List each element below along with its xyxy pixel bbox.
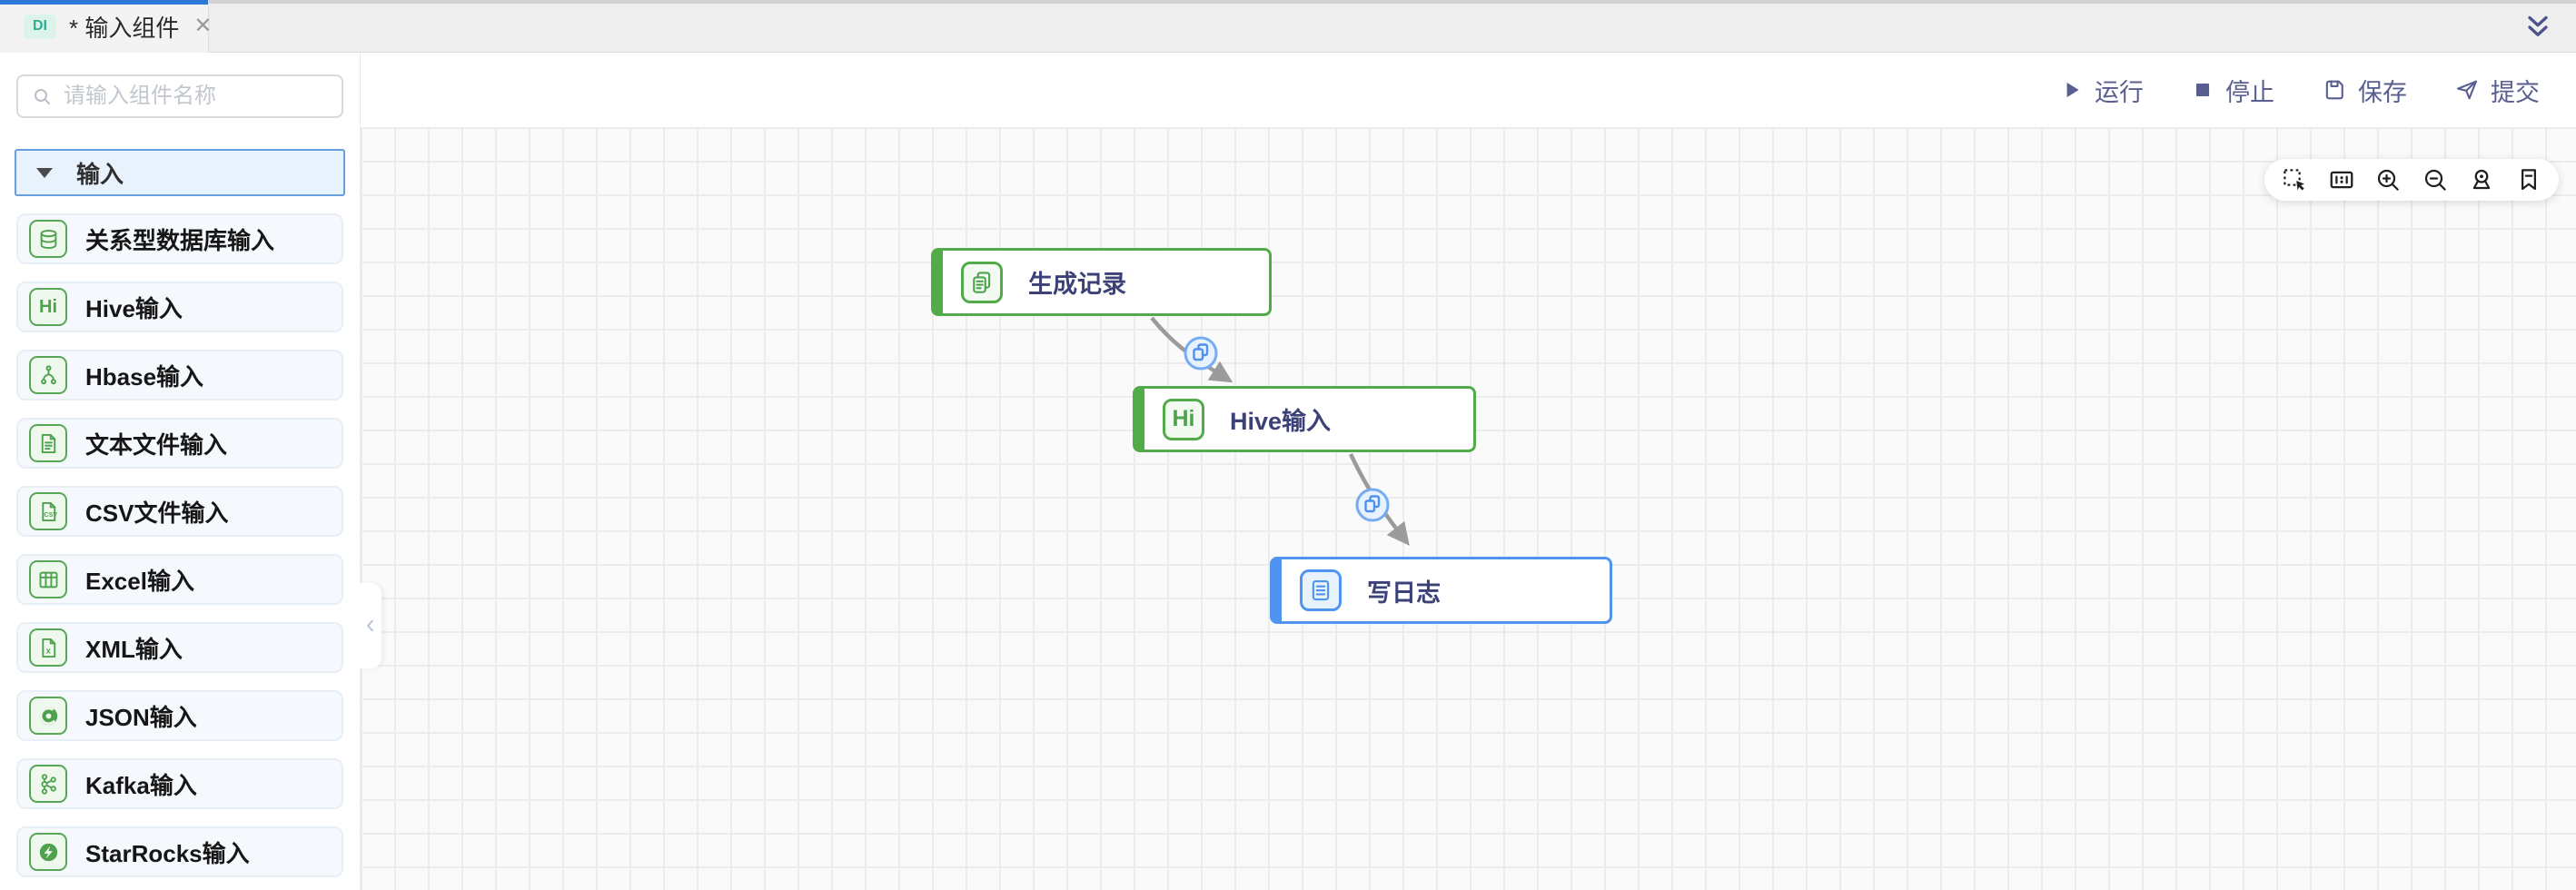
double-chevron-down-icon[interactable] — [2522, 11, 2554, 44]
zoom-in-icon[interactable] — [2374, 166, 2402, 193]
component-sidebar: 输入 关系型数据库输入 Hi Hive输入 — [0, 53, 361, 890]
di-badge: DI — [24, 14, 56, 39]
chevron-left-icon — [367, 619, 373, 632]
bookmark-icon[interactable] — [2515, 166, 2542, 193]
component-list: 关系型数据库输入 Hi Hive输入 Hbase输入 — [0, 213, 360, 877]
component-item-starrocks-input[interactable]: StarRocks输入 — [16, 826, 343, 877]
json-icon — [29, 697, 67, 735]
component-item-hive-input[interactable]: Hi Hive输入 — [16, 282, 343, 332]
canvas-header: 运行 停止 保存 提交 — [361, 53, 2576, 127]
component-item-kafka-input[interactable]: Kafka输入 — [16, 758, 343, 809]
component-item-hbase-input[interactable]: Hbase输入 — [16, 350, 343, 400]
search-icon — [35, 89, 50, 104]
tab-close-icon[interactable]: ✕ — [193, 14, 213, 38]
svg-text:x: x — [45, 646, 51, 656]
node-hive-input[interactable]: Hi Hive输入 — [1133, 386, 1476, 452]
excel-table-icon — [29, 560, 67, 598]
branch-icon — [29, 356, 67, 394]
run-icon — [2066, 82, 2079, 98]
locate-icon[interactable] — [2468, 166, 2495, 193]
component-item-excel-input[interactable]: Excel输入 — [16, 554, 343, 605]
node-label: 写日志 — [1367, 578, 1441, 607]
submit-icon — [2457, 80, 2477, 100]
component-item-csv-file-input[interactable]: CSV CSV文件输入 — [16, 486, 343, 537]
canvas-toolbar — [2264, 159, 2559, 201]
tab-input-components[interactable]: DI * 输入组件 ✕ — [0, 0, 213, 53]
component-item-text-file-input[interactable]: 文本文件输入 — [16, 418, 343, 469]
stop-button[interactable]: 停止 — [2191, 73, 2274, 108]
xml-file-icon: x — [29, 628, 67, 667]
tab-bar: DI * 输入组件 ✕ — [0, 0, 2576, 53]
zoom-out-icon[interactable] — [2422, 166, 2449, 193]
save-icon — [2325, 80, 2343, 100]
node-generate-records[interactable]: 生成记录 — [931, 248, 1272, 316]
node-write-log[interactable]: 写日志 — [1270, 557, 1612, 624]
node-label: 生成记录 — [1028, 271, 1126, 298]
log-file-icon — [1300, 569, 1342, 611]
node-label: Hive输入 — [1230, 408, 1332, 435]
collapse-triangle-icon — [36, 167, 53, 178]
hive-icon: Hi — [29, 288, 67, 326]
kafka-icon — [29, 765, 67, 803]
hive-icon: Hi — [1163, 398, 1204, 440]
database-icon — [29, 220, 67, 258]
stop-icon — [2195, 83, 2210, 97]
text-file-icon — [29, 424, 67, 462]
save-button[interactable]: 保存 — [2322, 73, 2407, 108]
component-item-json-input[interactable]: JSON输入 — [16, 690, 343, 741]
tab-title: * 输入组件 — [69, 14, 180, 42]
starrocks-icon — [29, 833, 67, 871]
marquee-select-icon[interactable] — [2281, 166, 2308, 193]
component-item-rdb-input[interactable]: 关系型数据库输入 — [16, 213, 343, 264]
section-label: 输入 — [76, 160, 124, 188]
submit-button[interactable]: 提交 — [2454, 73, 2540, 108]
svg-text:CSV: CSV — [44, 511, 57, 518]
sidebar-collapse-handle[interactable] — [360, 583, 381, 668]
csv-file-icon: CSV — [29, 492, 67, 530]
search-input[interactable] — [64, 84, 318, 109]
component-item-xml-input[interactable]: x XML输入 — [16, 622, 343, 673]
run-button[interactable]: 运行 — [2060, 73, 2144, 108]
fit-view-icon[interactable] — [2328, 166, 2355, 193]
component-search[interactable] — [16, 74, 343, 118]
flow-canvas[interactable] — [361, 127, 2576, 890]
section-header-input[interactable]: 输入 — [15, 149, 345, 196]
documents-icon — [961, 261, 1003, 303]
